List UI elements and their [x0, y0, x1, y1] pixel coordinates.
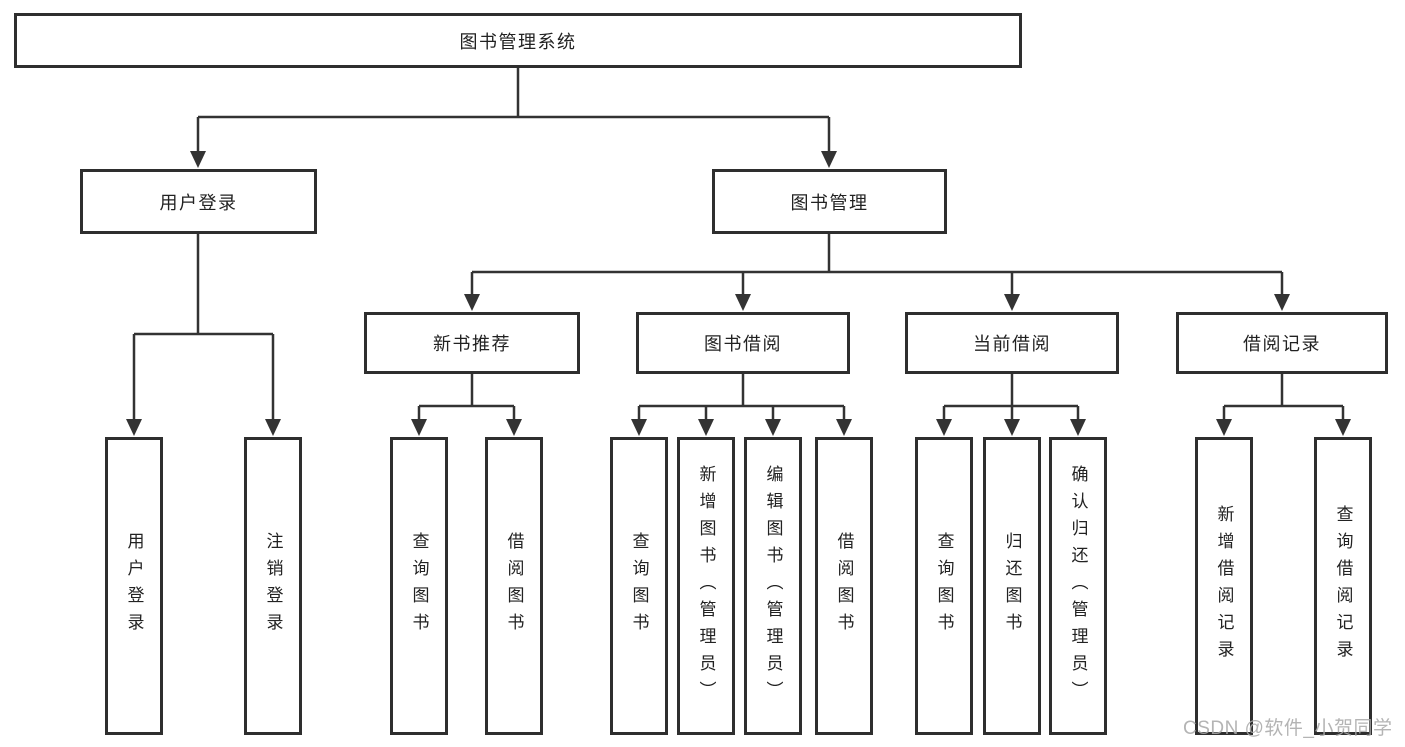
- node-user-login: 用户登录: [80, 169, 317, 234]
- connector-bookmgmt-to-level3: [464, 234, 1290, 311]
- node-borrow-records: 借阅记录: [1176, 312, 1388, 374]
- node-current-borrowing: 当前借阅: [905, 312, 1119, 374]
- node-leaf-edit-book-admin: 编辑图书（管理员）: [744, 437, 802, 735]
- connector-root-to-level2: [190, 68, 837, 168]
- node-book-management: 图书管理: [712, 169, 947, 234]
- connector-newbook-to-leaves: [411, 374, 522, 436]
- watermark-text: CSDN @软件_小贺同学: [1183, 718, 1393, 739]
- node-leaf-query-books-2: 查询图书: [610, 437, 668, 735]
- node-leaf-borrow-books-2: 借阅图书: [815, 437, 873, 735]
- node-leaf-query-books-3: 查询图书: [915, 437, 973, 735]
- connector-current-to-leaves: [936, 374, 1086, 436]
- connector-borrowing-to-leaves: [631, 374, 852, 436]
- node-leaf-user-login: 用户登录: [105, 437, 163, 735]
- node-leaf-query-books-1: 查询图书: [390, 437, 448, 735]
- node-leaf-borrow-books-1: 借阅图书: [485, 437, 543, 735]
- node-leaf-confirm-return-admin: 确认归还（管理员）: [1049, 437, 1107, 735]
- node-leaf-query-borrow-record: 查询借阅记录: [1314, 437, 1372, 735]
- node-new-book-recommend: 新书推荐: [364, 312, 580, 374]
- node-leaf-return-book: 归还图书: [983, 437, 1041, 735]
- node-leaf-logout: 注销登录: [244, 437, 302, 735]
- node-leaf-add-borrow-record: 新增借阅记录: [1195, 437, 1253, 735]
- connector-records-to-leaves: [1216, 374, 1351, 436]
- node-book-borrowing: 图书借阅: [636, 312, 850, 374]
- node-leaf-add-book-admin: 新增图书（管理员）: [677, 437, 735, 735]
- node-library-management-system: 图书管理系统: [14, 13, 1022, 68]
- connector-userlogin-to-leaves: [126, 234, 281, 436]
